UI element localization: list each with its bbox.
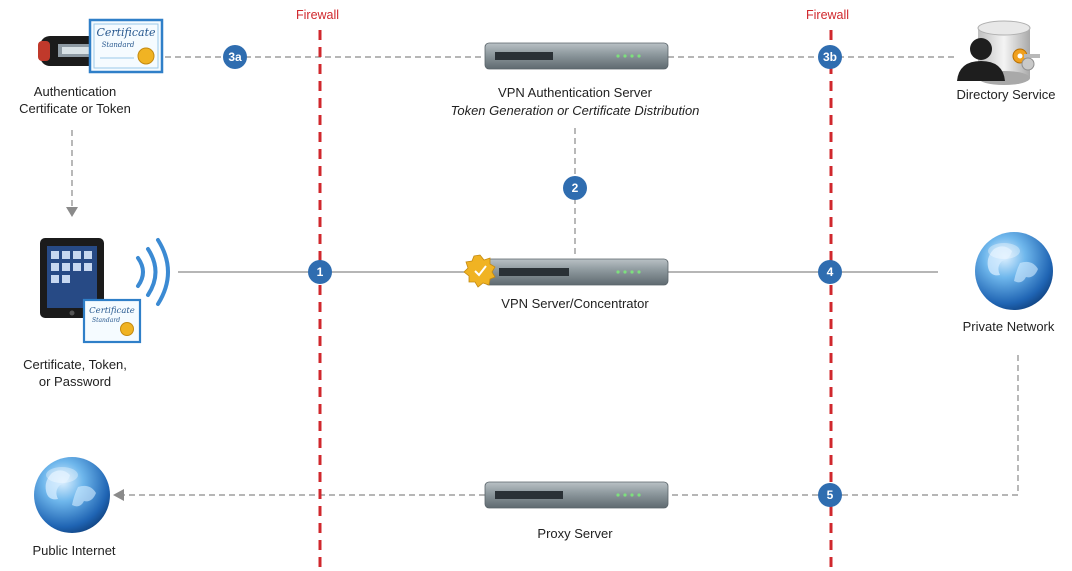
step-badge-1: 1 — [308, 260, 332, 284]
device-certificate-subtitle: Standard — [92, 317, 120, 324]
public-internet-label: Public Internet — [32, 543, 116, 558]
public-internet-globe-icon — [34, 457, 110, 533]
svg-text:3b: 3b — [823, 50, 837, 64]
user-silhouette-icon — [957, 38, 1005, 81]
certificate-icon: Certificate Standard — [88, 18, 164, 74]
step-badge-5: 5 — [818, 483, 842, 507]
tablet-icon — [40, 238, 104, 318]
step-badge-2: 2 — [563, 176, 587, 200]
step-badge-4: 4 — [818, 260, 842, 284]
client-device-label-line1: Certificate, Token, — [23, 357, 127, 372]
firewall-left-label: Firewall — [296, 8, 340, 22]
client-device-label-line2: or Password — [38, 374, 112, 389]
svg-text:5: 5 — [827, 488, 834, 502]
private-network-label: Private Network — [962, 319, 1055, 334]
wireless-waves-icon — [136, 238, 170, 306]
certificate-title: Certificate — [96, 26, 156, 39]
proxy-server-icon — [484, 481, 669, 509]
step-badge-3a: 3a — [223, 45, 247, 69]
auth-certificate-label-line1: Authentication — [33, 84, 117, 99]
directory-service-label: Directory Service — [956, 87, 1056, 102]
device-certificate-icon: Certificate Standard — [82, 298, 142, 344]
svg-text:3a: 3a — [228, 50, 242, 64]
vpn-auth-server-label: VPN Authentication Server — [498, 85, 652, 100]
step-badge-3b: 3b — [818, 45, 842, 69]
line-5 — [668, 355, 1019, 496]
firewall-right-label: Firewall — [806, 8, 850, 22]
auth-certificate-label-line2: Certificate or Token — [19, 101, 131, 116]
vpn-server-label: VPN Server/Concentrator — [501, 296, 649, 311]
proxy-server-label: Proxy Server — [537, 526, 613, 541]
vpn-auth-server-sublabel: Token Generation or Certificate Distribu… — [450, 103, 700, 118]
svg-text:2: 2 — [572, 181, 579, 195]
svg-text:1: 1 — [317, 265, 324, 279]
certified-seal-icon — [463, 254, 496, 288]
firewall-lines — [318, 30, 833, 571]
certificate-subtitle: Standard — [102, 41, 135, 49]
vpn-auth-server-icon — [484, 42, 669, 70]
private-network-globe-icon — [975, 232, 1053, 310]
device-certificate-title: Certificate — [89, 306, 135, 316]
svg-text:4: 4 — [827, 265, 834, 279]
keys-icon — [1012, 48, 1040, 71]
client-device-label: Certificate, Token, or Password — [0, 356, 150, 390]
auth-certificate-label: Authentication Certificate or Token — [0, 83, 150, 117]
vpn-server-icon — [484, 258, 669, 286]
